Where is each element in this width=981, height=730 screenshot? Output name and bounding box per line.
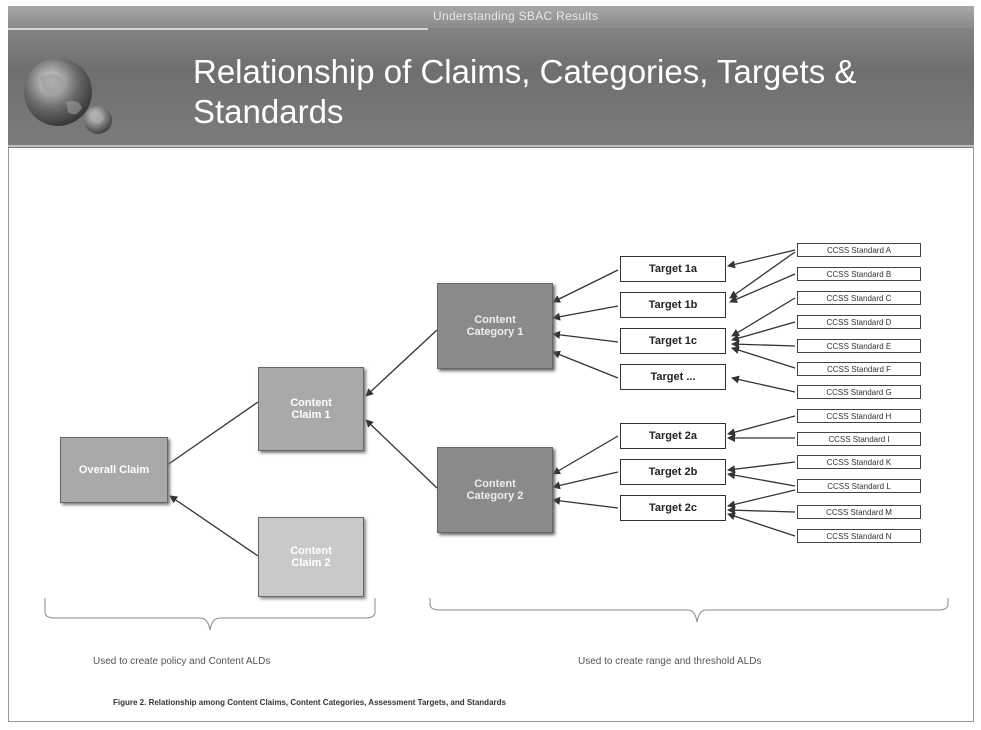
header-bar-line <box>8 28 428 30</box>
standard-label: CCSS Standard B <box>826 269 892 279</box>
arrow-stdA-t1b <box>729 251 796 299</box>
figure-caption: Figure 2. Relationship among Content Cla… <box>113 698 506 707</box>
arrow-claim1-overall <box>159 401 259 471</box>
header-divider <box>8 145 974 147</box>
globe-logo-icon <box>24 58 112 134</box>
standard-box: CCSS Standard L <box>797 479 921 493</box>
arrow-stdN-t2c <box>727 512 796 537</box>
arrow-cat1-claim1 <box>365 329 438 397</box>
target-box: Target ... <box>620 364 726 390</box>
target-label: Target 2b <box>648 466 698 478</box>
standard-box: CCSS Standard C <box>797 291 921 305</box>
slide-header: Understanding SBAC Results <box>8 6 974 148</box>
standard-label: CCSS Standard I <box>828 434 890 444</box>
standard-box: CCSS Standard H <box>797 409 921 423</box>
right-bracket <box>429 598 949 623</box>
right-note: Used to create range and threshold ALDs <box>578 656 762 667</box>
content-claim-2-label: Content Claim 2 <box>290 545 332 569</box>
arrow-stdL-t2b <box>727 471 796 487</box>
standard-label: CCSS Standard E <box>826 341 892 351</box>
target-label: Target 1b <box>648 299 698 311</box>
arrow-stdE-t1c <box>731 340 796 349</box>
slide-subtitle: Understanding SBAC Results <box>433 9 599 23</box>
arrow-cat2-claim1 <box>365 419 438 489</box>
target-label: Target 2a <box>648 430 698 442</box>
content-claim-1-label: Content Claim 1 <box>290 397 332 421</box>
arrow-tdots-cat1 <box>552 350 619 379</box>
content-category-2-box: Content Category 2 <box>437 447 553 533</box>
standard-label: CCSS Standard N <box>826 531 892 541</box>
overall-claim-label: Overall Claim <box>78 464 150 476</box>
standard-box: CCSS Standard A <box>797 243 921 257</box>
standard-label: CCSS Standard H <box>826 411 892 421</box>
left-bracket <box>44 598 376 631</box>
content-category-1-box: Content Category 1 <box>437 283 553 369</box>
target-box: Target 2c <box>620 495 726 521</box>
target-label: Target 2c <box>648 502 698 514</box>
target-box: Target 1c <box>620 328 726 354</box>
arrow-t2c-cat2 <box>552 496 619 509</box>
standard-box: CCSS Standard M <box>797 505 921 519</box>
standard-label: CCSS Standard G <box>826 387 892 397</box>
target-box: Target 1b <box>620 292 726 318</box>
standard-label: CCSS Standard F <box>826 364 892 374</box>
target-box: Target 2b <box>620 459 726 485</box>
standard-label: CCSS Standard C <box>826 293 892 303</box>
content-claim-2-box: Content Claim 2 <box>258 517 364 597</box>
header-bar <box>8 6 974 28</box>
standard-label: CCSS Standard A <box>826 245 892 255</box>
arrow-stdB-t1b <box>729 273 796 303</box>
standard-box: CCSS Standard I <box>797 432 921 446</box>
arrow-claim2-overall <box>169 495 259 557</box>
standard-box: CCSS Standard G <box>797 385 921 399</box>
standard-box: CCSS Standard K <box>797 455 921 469</box>
arrow-stdL-t2c <box>727 489 796 509</box>
standard-box: CCSS Standard B <box>797 267 921 281</box>
arrow-stdG-tdots <box>731 375 796 393</box>
arrow-t1c-cat1 <box>552 330 619 343</box>
content-category-1-label: Content Category 1 <box>466 314 524 338</box>
target-box: Target 1a <box>620 256 726 282</box>
target-label: Target ... <box>650 371 696 383</box>
standard-box: CCSS Standard E <box>797 339 921 353</box>
arrow-stdC-t1c <box>731 297 796 337</box>
standard-box: CCSS Standard D <box>797 315 921 329</box>
left-note: Used to create policy and Content ALDs <box>93 656 271 667</box>
standard-label: CCSS Standard D <box>826 317 892 327</box>
arrow-stdA-t1a <box>727 249 796 269</box>
overall-claim-box: Overall Claim <box>60 437 168 503</box>
arrow-stdK-t2b <box>727 461 796 474</box>
arrow-stdM-t2c <box>727 506 796 515</box>
standard-label: CCSS Standard L <box>827 481 891 491</box>
arrow-stdF-t1c <box>731 346 796 369</box>
target-label: Target 1a <box>648 263 698 275</box>
target-label: Target 1c <box>648 335 698 347</box>
arrow-stdD-t1c <box>731 321 796 342</box>
standard-label: CCSS Standard M <box>826 507 892 517</box>
arrow-t2b-cat2 <box>552 471 619 490</box>
arrow-stdH-t2a <box>727 415 796 437</box>
standard-box: CCSS Standard F <box>797 362 921 376</box>
slide-title: Relationship of Claims, Categories, Targ… <box>193 53 857 130</box>
arrow-t2a-cat2 <box>552 435 619 475</box>
content-claim-1-box: Content Claim 1 <box>258 367 364 451</box>
standard-box: CCSS Standard N <box>797 529 921 543</box>
arrow-t1a-cat1 <box>552 269 619 303</box>
arrow-t1b-cat1 <box>552 305 619 321</box>
standard-label: CCSS Standard K <box>826 457 892 467</box>
target-box: Target 2a <box>620 423 726 449</box>
content-category-2-label: Content Category 2 <box>466 478 524 502</box>
